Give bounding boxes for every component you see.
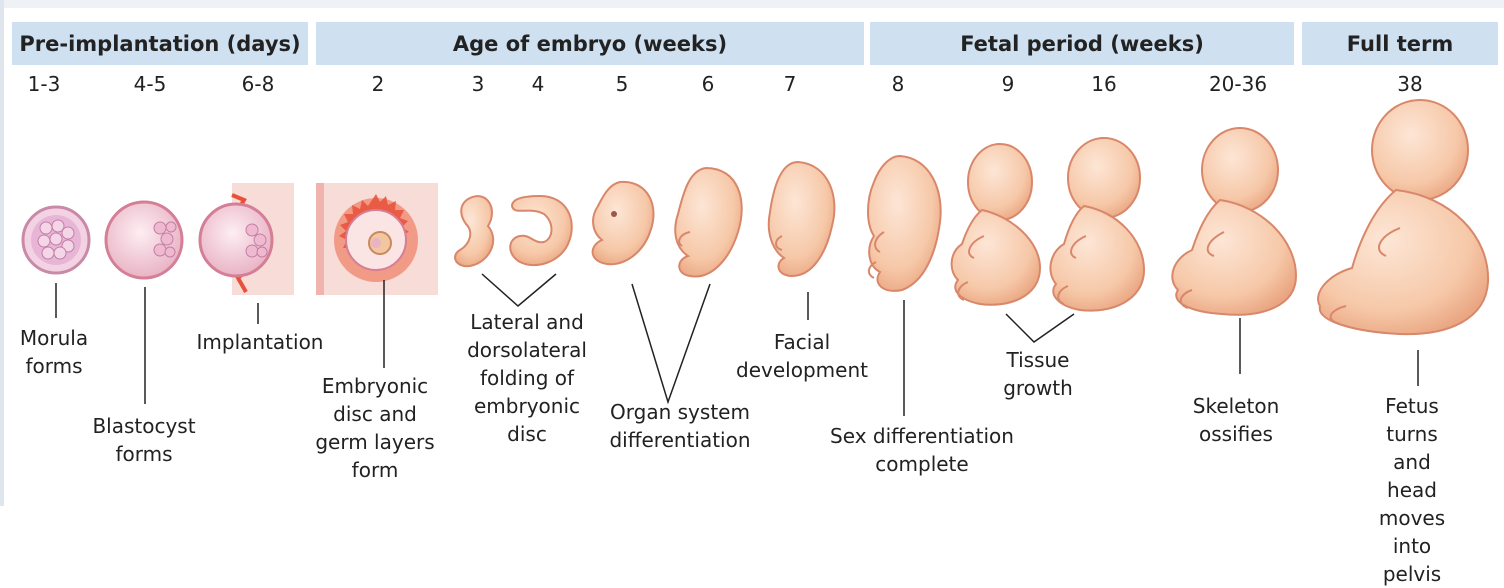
fetus-week-38-illustration [1318,100,1488,334]
label-tissue-growth: Tissue growth [1003,346,1073,402]
label-facial-development: Facial development [736,328,868,384]
label-implantation: Implantation [197,328,324,356]
label-folding: Lateral and dorsolateral folding of embr… [467,308,587,448]
fetus-week-8-illustration [868,156,941,291]
label-sex-differentiation: Sex differentiation complete [830,422,1014,478]
embryo-development-diagram: Pre-implantation (days) Age of embryo (w… [0,0,1504,506]
embryonic-disc-illustration [316,183,438,295]
morula-illustration [23,207,89,273]
label-skeleton: Skeleton ossifies [1193,392,1279,448]
label-blastocyst: Blastocyst forms [92,412,195,468]
embryo-week-5-illustration [593,182,654,264]
blastocyst-illustration [106,202,182,278]
label-embryonic-disc: Embryonic disc and germ layers form [315,372,434,484]
embryo-week-6-illustration [675,168,741,276]
fetus-week-9-illustration [952,144,1040,305]
embryo-week-7-illustration [769,162,835,276]
label-morula: Morula forms [20,324,88,380]
label-organ-system: Organ system differentiation [609,398,750,454]
label-fetus-turns: Fetus turns and head moves into pelvis [1366,392,1458,588]
embryo-week-3-illustration [455,196,493,266]
fetus-week-20-36-illustration [1172,128,1296,315]
embryo-week-4-illustration [510,196,572,265]
implantation-illustration [200,183,294,295]
fetus-week-16-illustration [1050,138,1144,311]
